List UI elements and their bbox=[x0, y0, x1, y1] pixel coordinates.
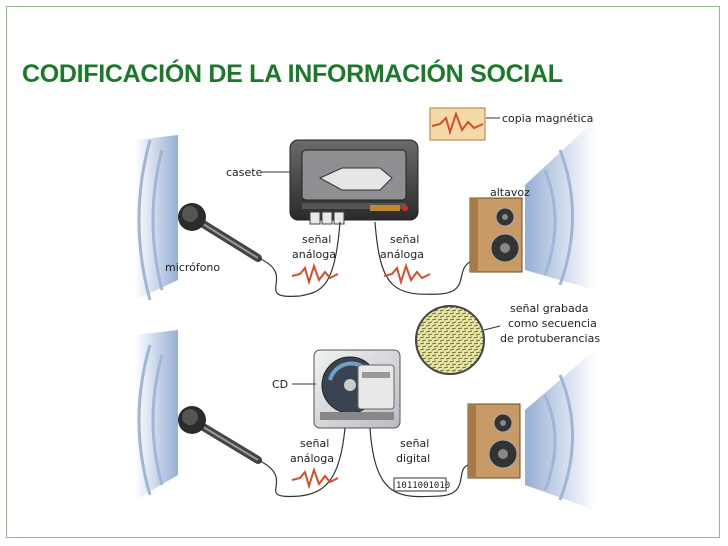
magnetic-copy-inset bbox=[429, 107, 500, 141]
top-speaker bbox=[469, 197, 523, 273]
magnetic-wave-icon bbox=[431, 111, 484, 136]
cassette-recorder bbox=[289, 139, 419, 225]
recorded-signal-line3: de protuberancias bbox=[500, 332, 600, 345]
bottom-output-cable bbox=[369, 427, 469, 498]
cassette-label: casete bbox=[226, 166, 263, 179]
top-output-cable bbox=[374, 221, 471, 295]
bottom-input-signal-line2: análoga bbox=[290, 452, 334, 465]
cd-player bbox=[313, 349, 401, 429]
microphone-label: micrófono bbox=[165, 261, 220, 274]
recorded-pits-magnifier bbox=[415, 305, 501, 375]
bottom-input-cable bbox=[257, 427, 346, 498]
bottom-speaker bbox=[467, 403, 521, 479]
bottom-output-signal-line2: digital bbox=[396, 452, 430, 465]
top-output-signal-line2: análoga bbox=[380, 248, 424, 261]
slide-frame bbox=[6, 6, 720, 538]
top-input-signal-line2: análoga bbox=[292, 248, 336, 261]
digital-code-box bbox=[393, 477, 447, 492]
bottom-microphone bbox=[178, 406, 262, 464]
top-input-analog-wave-icon bbox=[291, 262, 339, 286]
top-right-sound-waves bbox=[525, 120, 595, 290]
recorded-signal-line2: como secuencia bbox=[508, 317, 597, 330]
top-input-signal-line1: señal bbox=[302, 233, 331, 246]
cd-label: CD bbox=[272, 378, 288, 391]
top-output-signal-line1: señal bbox=[390, 233, 419, 246]
bottom-input-signal-line1: señal bbox=[300, 437, 329, 450]
bottom-left-sound-waves bbox=[135, 330, 178, 500]
top-output-analog-wave-icon bbox=[383, 262, 431, 286]
speaker-label: altavoz bbox=[490, 186, 530, 199]
top-microphone bbox=[178, 203, 262, 262]
magnetic-copy-label: copia magnética bbox=[502, 112, 593, 125]
digital-binary-code: 1011001010 bbox=[396, 481, 450, 491]
slide-title: CODIFICACIÓN DE LA INFORMACIÓN SOCIAL bbox=[22, 60, 563, 88]
top-left-sound-waves bbox=[135, 135, 178, 301]
bottom-output-signal-line1: señal bbox=[400, 437, 429, 450]
bottom-right-sound-waves bbox=[525, 350, 595, 510]
bottom-input-analog-wave-icon bbox=[291, 466, 339, 490]
top-input-cable bbox=[257, 221, 341, 298]
recorded-signal-line1: señal grabada bbox=[510, 302, 588, 315]
